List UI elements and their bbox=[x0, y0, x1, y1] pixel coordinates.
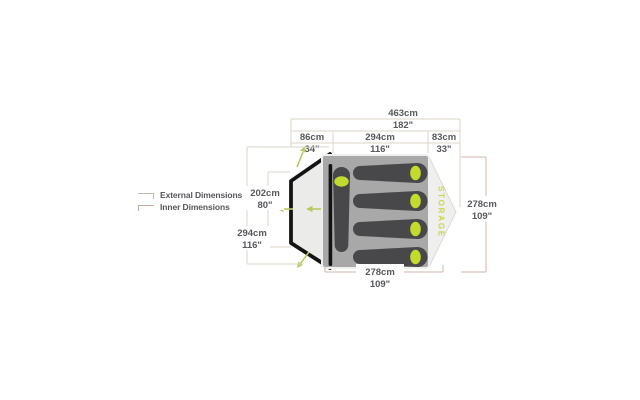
sleeping-bag-vertical bbox=[333, 167, 350, 252]
label-mask bbox=[246, 186, 284, 210]
sleeping-bag-2 bbox=[353, 191, 428, 211]
legend-external-label: External Dimensions bbox=[160, 190, 243, 200]
inner-length-bottom-cm: 278cm bbox=[365, 267, 395, 278]
tent-top-view: STORAGE bbox=[289, 152, 457, 270]
porch-depth-cm: 86cm bbox=[300, 132, 324, 143]
sleeping-bag-1 bbox=[353, 163, 428, 183]
porch-outline bbox=[289, 152, 332, 270]
pillow-icon bbox=[334, 176, 349, 187]
storage-label: STORAGE bbox=[437, 186, 446, 238]
bottom-dimension-bracket: 278cm 109" bbox=[324, 264, 444, 290]
right-dimension-bracket: 278cm 109" bbox=[461, 156, 502, 273]
door-divider bbox=[328, 164, 333, 266]
label-mask bbox=[234, 226, 270, 250]
porch-depth-in: 34" bbox=[304, 144, 319, 155]
inner-dimensions-line-icon bbox=[138, 205, 154, 211]
top-dimension-table: 463cm 182" 86cm 294cm 83cm 34" 116" 33" bbox=[290, 108, 461, 207]
inner-width-right-cm: 278cm bbox=[467, 199, 497, 210]
pillow-icon bbox=[410, 165, 421, 181]
porch-top-arrow-icon bbox=[300, 146, 306, 153]
inner-width-right-in: 109" bbox=[472, 211, 492, 222]
legend-inner-label: Inner Dimensions bbox=[160, 202, 230, 212]
left-dimension-brackets: 202cm 80" 294cm 116" bbox=[234, 146, 329, 265]
door-width-in: 80" bbox=[257, 200, 272, 211]
porch-bottom-arrow-icon bbox=[299, 251, 310, 264]
legend-row-inner: Inner Dimensions bbox=[138, 202, 242, 214]
total-length-cm: 463cm bbox=[388, 108, 418, 119]
inner-depth-in: 116" bbox=[370, 144, 390, 155]
storage-depth-in: 33" bbox=[436, 144, 451, 155]
outer-width-cm: 294cm bbox=[237, 228, 267, 239]
inner-length-bottom-in: 109" bbox=[370, 279, 390, 290]
legend-row-external: External Dimensions bbox=[138, 190, 242, 202]
pillow-icon bbox=[410, 249, 421, 265]
door-width-cm: 202cm bbox=[250, 188, 280, 199]
porch-bottom-arrow-icon bbox=[297, 261, 303, 268]
sleeping-bag-3 bbox=[353, 219, 428, 239]
label-mask bbox=[356, 264, 404, 278]
pillow-icon bbox=[410, 221, 421, 237]
legend: External Dimensions Inner Dimensions bbox=[138, 190, 242, 214]
porch-top-arrow-icon bbox=[296, 151, 304, 168]
storage-depth-cm: 83cm bbox=[432, 132, 456, 143]
sleeping-bag-4 bbox=[353, 247, 428, 267]
pillow-icon bbox=[410, 193, 421, 209]
label-mask bbox=[462, 196, 502, 222]
outer-width-in: 116" bbox=[242, 240, 262, 251]
external-dimensions-line-icon bbox=[138, 193, 154, 199]
door-arrow-icon bbox=[306, 205, 313, 213]
inner-depth-cm: 294cm bbox=[365, 132, 395, 143]
total-length-in: 182" bbox=[393, 120, 413, 131]
